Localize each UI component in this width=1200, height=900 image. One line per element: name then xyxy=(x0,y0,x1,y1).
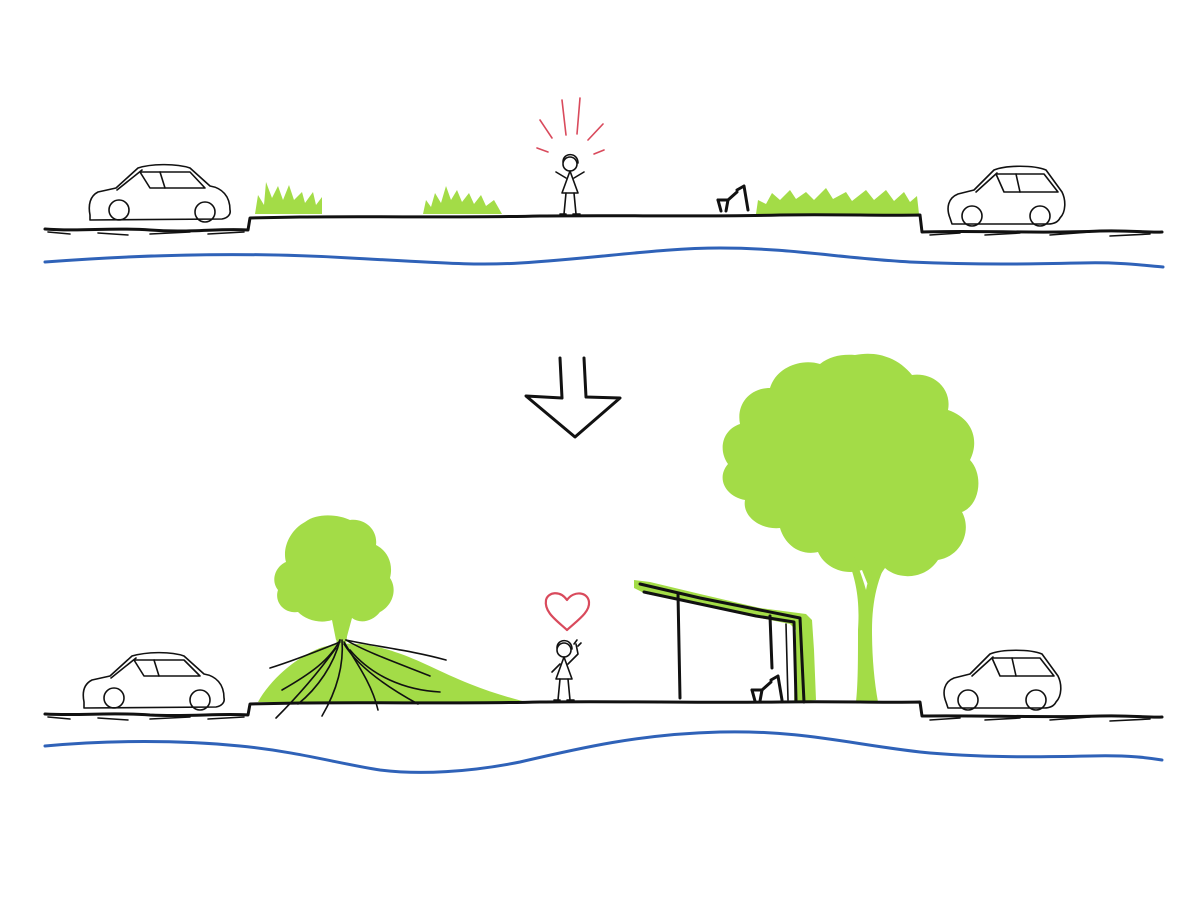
car-icon xyxy=(943,649,1062,711)
distress-lines-icon xyxy=(536,97,605,155)
hedge-icon xyxy=(756,188,919,214)
large-tree-icon xyxy=(722,353,979,702)
bench-icon xyxy=(750,674,784,703)
water-line xyxy=(43,730,1164,774)
car-icon xyxy=(88,163,231,223)
water-line xyxy=(43,246,1165,269)
shrub-icon xyxy=(255,182,322,214)
ground-line xyxy=(43,213,1164,237)
bench-icon xyxy=(716,184,750,213)
person-icon xyxy=(551,639,582,701)
heart-icon xyxy=(544,592,591,632)
tree-icon xyxy=(274,515,394,645)
roots-icon xyxy=(269,639,447,719)
car-icon xyxy=(947,165,1066,227)
after-panel xyxy=(43,353,1164,774)
down-arrow-icon xyxy=(524,356,622,439)
shrub-icon xyxy=(423,186,502,214)
pergola-icon xyxy=(634,580,816,704)
before-panel xyxy=(43,97,1165,269)
person-icon xyxy=(555,153,585,215)
ground-line xyxy=(43,700,1164,722)
car-icon xyxy=(82,651,225,711)
